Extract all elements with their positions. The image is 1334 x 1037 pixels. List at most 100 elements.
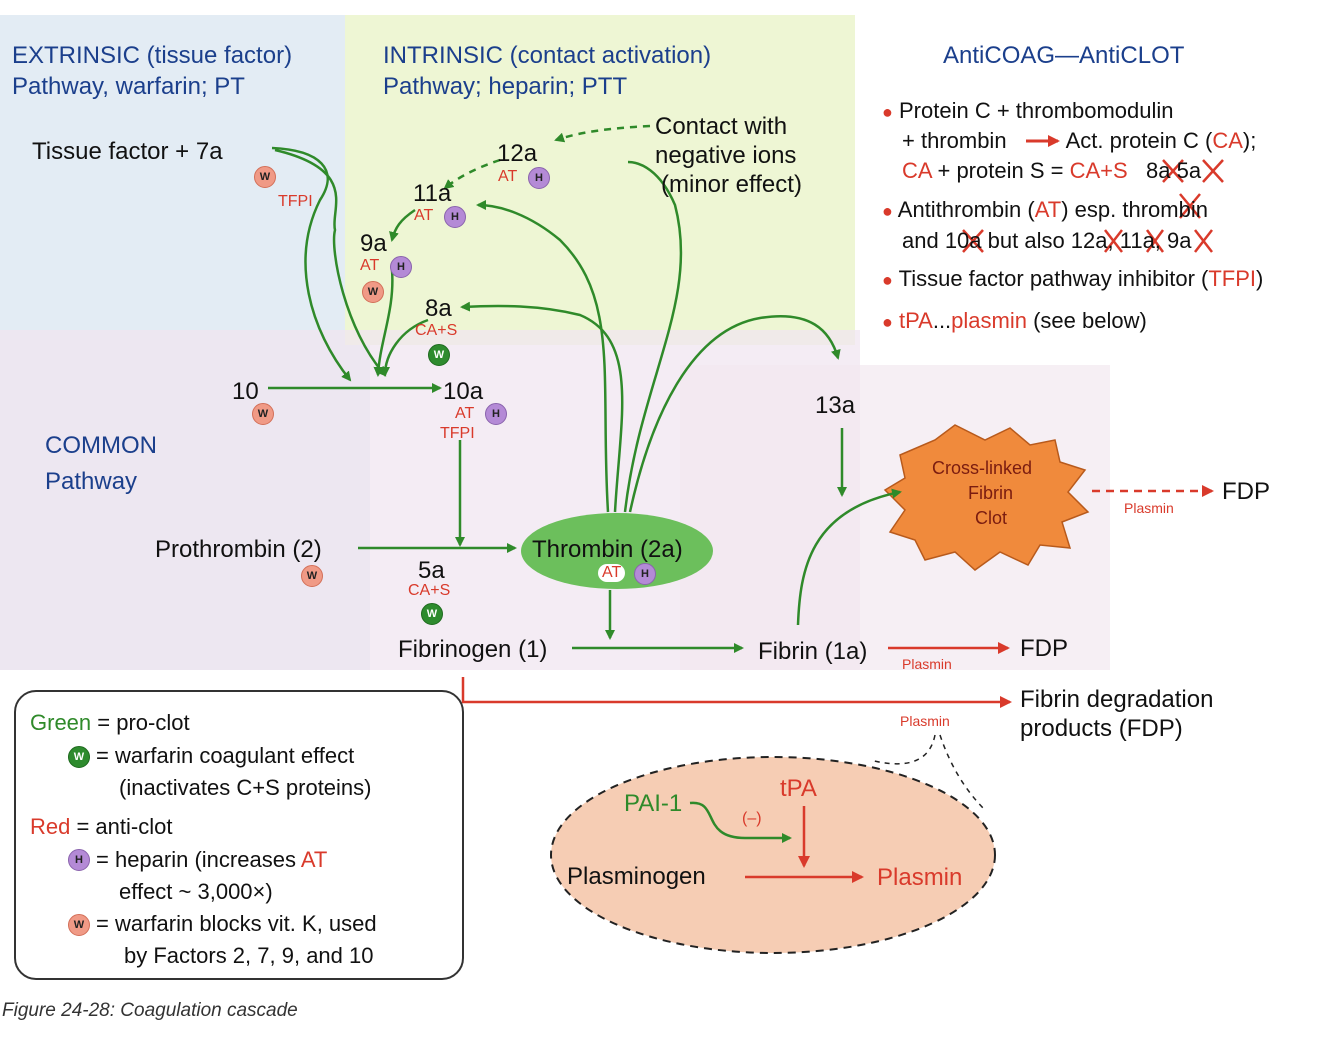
anticoag-item1-line2d: );	[1242, 128, 1257, 153]
figure-caption: Figure 24-28: Coagulation cascade	[2, 1000, 298, 1021]
at-9a: AT	[360, 257, 380, 274]
legend-red-rest: = anti-clot	[70, 814, 173, 839]
anticoag-item1-line3c: CA+S	[1069, 158, 1128, 183]
pai1-label: PAI-1	[624, 790, 683, 817]
warfarin-badge-prothrombin: W	[301, 565, 323, 587]
legend-warfarin-red-badge: W	[68, 914, 90, 936]
fibrinogen-label: Fibrinogen (1)	[398, 636, 548, 663]
legend-heparin-line2: effect ~ 3,000×)	[119, 879, 273, 904]
fibrin-label: Fibrin (1a)	[758, 638, 868, 665]
legend-box: Green = pro-clot W = warfarin coagulant …	[14, 690, 464, 980]
bullet-icon: ●	[882, 102, 893, 122]
anticoag-item2-line1: ● Antithrombin (AT) esp. thrombin	[882, 197, 1208, 222]
warfarin-badge-10: W	[252, 403, 274, 425]
anticoag-item2-line1c: ) esp. thrombin	[1061, 197, 1208, 222]
anticoag-item3c: )	[1256, 266, 1264, 291]
heparin-badge-10a: H	[485, 403, 507, 425]
anticoag-item1-line2c: CA	[1212, 128, 1243, 153]
warfarin-badge-9a: W	[362, 281, 384, 303]
anticoag-item1-line2: + thrombin Act. protein C (CA);	[902, 128, 1256, 153]
anticoag-item1-line2a: + thrombin	[902, 128, 1007, 153]
legend-w-green-line2: (inactivates C+S proteins)	[119, 775, 372, 800]
extrinsic-header-line1: EXTRINSIC (tissue factor)	[12, 42, 293, 69]
thrombin-label: Thrombin (2a)	[532, 536, 683, 563]
legend-green-rest: = pro-clot	[91, 710, 190, 735]
at-thrombin: AT	[598, 564, 626, 583]
clot-label-line1: Cross-linked	[932, 458, 1033, 478]
factor-8a: 8a	[425, 295, 452, 322]
legend-heparin-line1b: AT	[300, 847, 328, 872]
factor-10: 10	[232, 378, 259, 405]
anticoag-item2-line1a: Antithrombin (	[897, 197, 1035, 222]
bullet-icon: ●	[882, 270, 893, 290]
anticoag-title: AntiCOAG—AntiCLOT	[943, 42, 1185, 69]
clot-label-line3: Clot	[975, 508, 1008, 528]
legend-w-red-line2: by Factors 2, 7, 9, and 10	[124, 943, 374, 968]
factor-9a: 9a	[360, 230, 387, 257]
plasminogen-label: Plasminogen	[567, 863, 706, 890]
minus-label: (–)	[742, 810, 762, 827]
plasmin-label-fibrin: Plasmin	[902, 656, 952, 672]
anticoag-item3: ● Tissue factor pathway inhibitor (TFPI)	[882, 266, 1263, 291]
heparin-badge-9a: H	[390, 256, 412, 278]
bullet-icon: ●	[882, 201, 893, 221]
legend-red-word: Red	[30, 814, 71, 839]
factor-11a: 11a	[413, 180, 452, 207]
anticoag-item4d: (see below)	[1026, 308, 1147, 333]
fdp-long-line1: Fibrin degradation	[1020, 686, 1214, 713]
legend-warfarin-green-badge: W	[68, 746, 90, 768]
legend-green-word: Green	[30, 710, 92, 735]
thrombin-ellipse	[521, 513, 713, 589]
contact-line1: Contact with	[655, 113, 788, 140]
anticoag-item1-line1: ● Protein C + thrombomodulin	[882, 98, 1174, 123]
extrinsic-header-line2: Pathway, warfarin; PT	[12, 73, 245, 100]
factor-13a: 13a	[815, 392, 856, 419]
anticoag-item3b: TFPI	[1208, 266, 1257, 291]
intrinsic-header-line1: INTRINSIC (contact activation)	[383, 42, 712, 69]
anticoag-item1-line3a: CA	[902, 158, 932, 183]
legend-heparin-line1: = heparin (increases AT	[96, 847, 327, 872]
intrinsic-header-line2: Pathway; heparin; PTT	[383, 73, 628, 100]
plasmin-label-clot: Plasmin	[1124, 500, 1174, 516]
plasmin-label-fibrinogen: Plasmin	[900, 713, 950, 729]
common-header-line1: COMMON	[45, 432, 157, 459]
anticoag-item1-line3e: 5a	[1176, 158, 1202, 183]
tissue-factor-label: Tissue factor + 7a	[32, 138, 223, 165]
contact-line3: (minor effect)	[661, 171, 802, 198]
contact-line2: negative ions	[655, 142, 797, 169]
fdp-long-line2: products (FDP)	[1020, 715, 1183, 742]
clot-blob	[883, 424, 1090, 571]
warfarin-badge-7: W	[254, 166, 276, 188]
anticoag-item3a: Tissue factor pathway inhibitor (	[898, 266, 1209, 291]
plasminogen-ellipse	[550, 756, 996, 954]
tpa-label: tPA	[780, 775, 817, 802]
legend-heparin-line1a: = heparin (increases	[96, 847, 301, 872]
warfarin-green-badge-8a: W	[428, 344, 450, 366]
cas-8a: CA+S	[415, 322, 458, 339]
anticoag-item1-line3b: + protein S =	[937, 158, 1064, 183]
legend-green: Green = pro-clot	[30, 710, 190, 735]
at-10a: AT	[455, 405, 475, 422]
anticoag-item2-line2: and 10a but also 12a, 11a, 9a	[902, 228, 1192, 253]
cas-5a: CA+S	[408, 582, 451, 599]
anticoag-item4c: plasmin	[951, 308, 1027, 333]
common-header-line2: Pathway	[45, 468, 138, 495]
anticoag-item1-line3d: 8a	[1146, 158, 1171, 183]
warfarin-green-badge-5a: W	[421, 603, 443, 625]
at-12a: AT	[498, 168, 518, 185]
anticoag-item2-line1b: AT	[1034, 197, 1062, 222]
heparin-badge-thrombin: H	[634, 563, 656, 585]
plasmin-big-label: Plasmin	[877, 864, 963, 891]
legend-w-green-line1: = warfarin coagulant effect	[96, 743, 355, 768]
fdp-fibrin: FDP	[1020, 635, 1068, 662]
heparin-badge-11a: H	[444, 206, 466, 228]
anticoag-item4a: tPA	[899, 308, 933, 333]
anticoag-item1-text: Protein C + thrombomodulin	[899, 98, 1174, 123]
heparin-badge-12a: H	[528, 167, 550, 189]
factor-10a: 10a	[443, 378, 484, 405]
clot-label-line2: Fibrin	[968, 483, 1014, 503]
tfpi-10a: TFPI	[440, 425, 475, 442]
legend-w-red-line1: = warfarin blocks vit. K, used	[96, 911, 377, 936]
intrinsic-background	[345, 15, 855, 345]
